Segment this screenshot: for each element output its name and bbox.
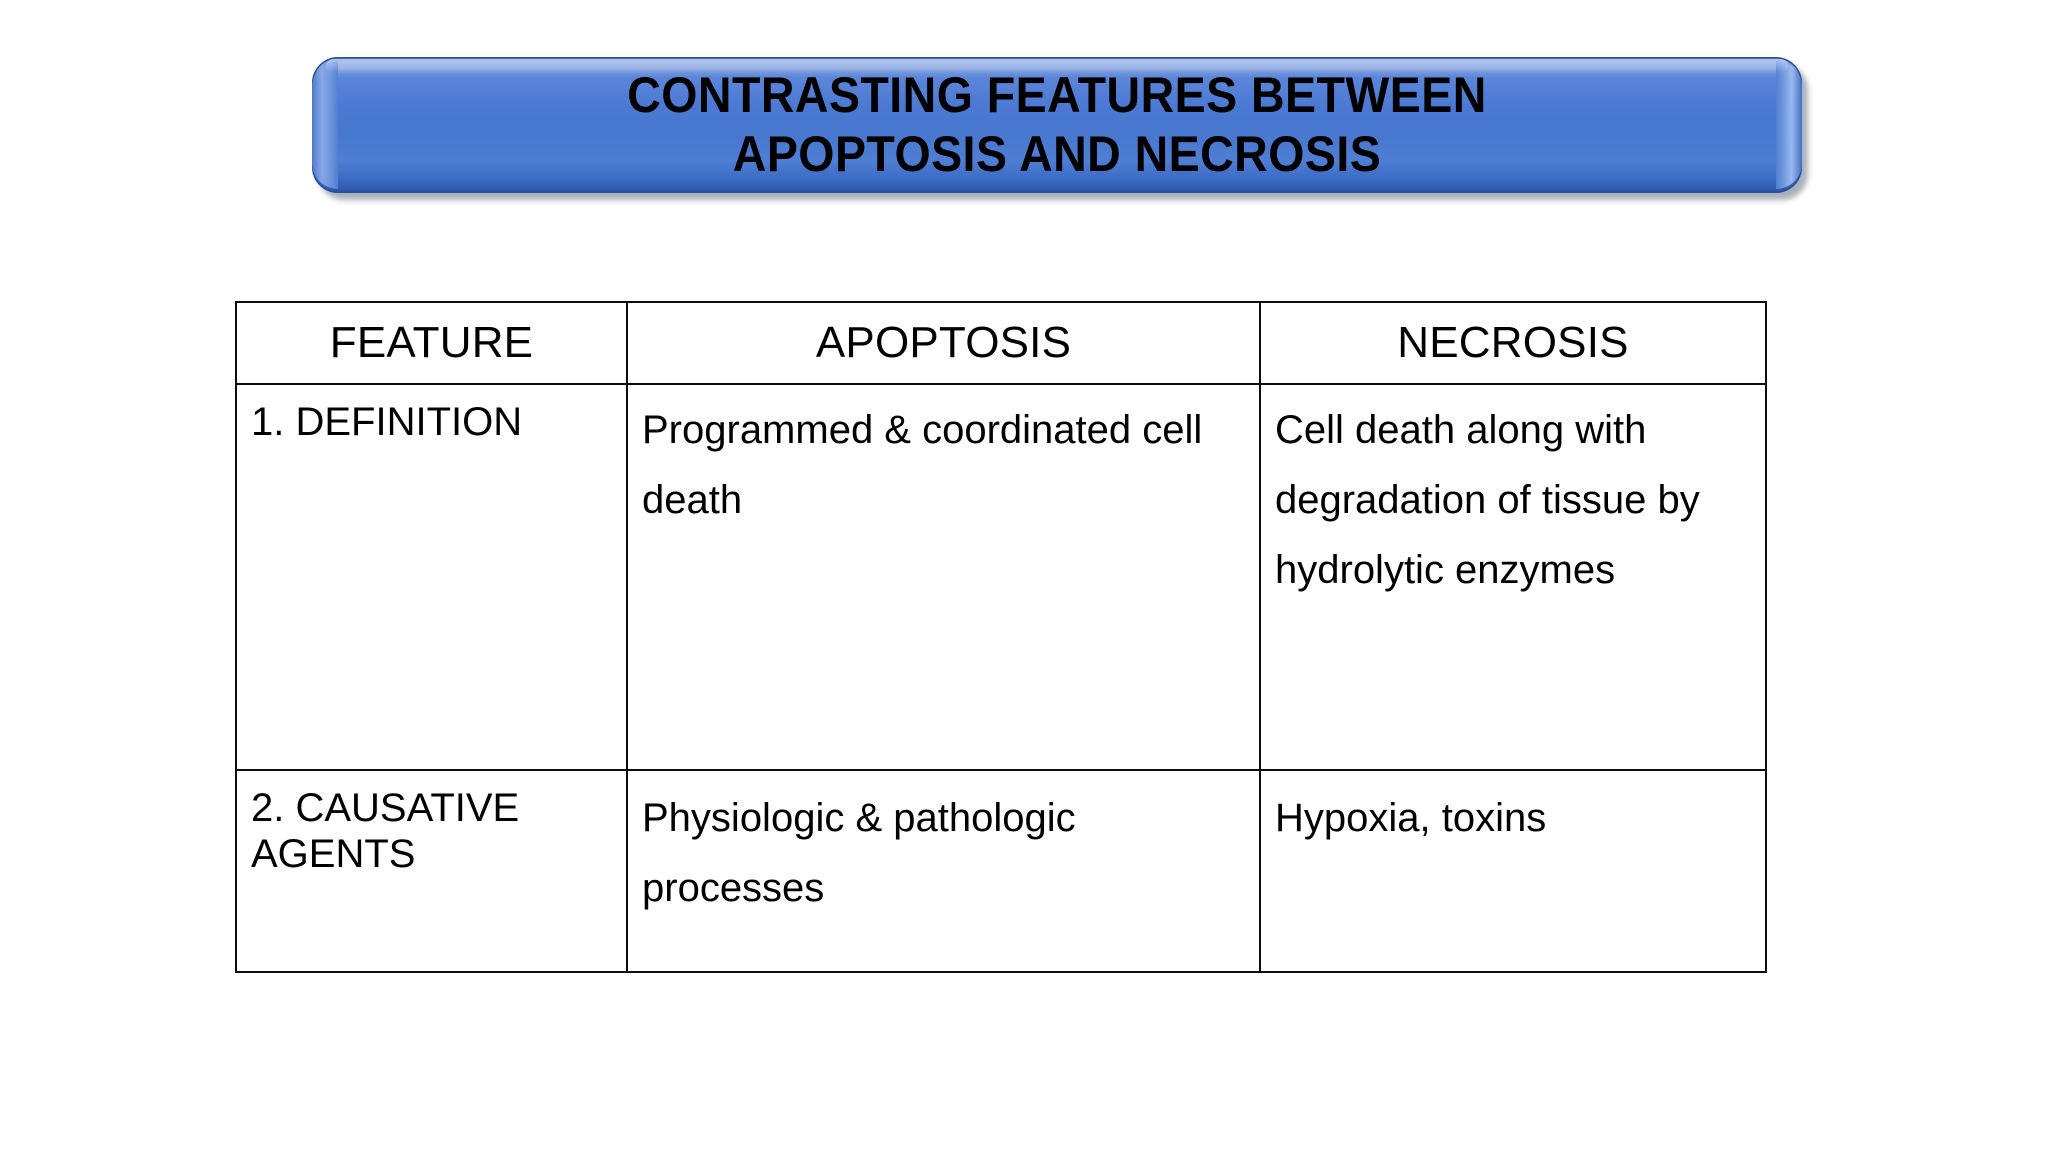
title-banner: CONTRASTING FEATURES BETWEEN APOPTOSIS A… [312,57,1808,200]
cell-apoptosis-definition: Programmed & coordinated cell death [628,385,1261,769]
slide-title: CONTRASTING FEATURES BETWEEN APOPTOSIS A… [364,57,1750,193]
cell-necrosis-definition: Cell death along with degradation of tis… [1275,408,1700,592]
column-header-apoptosis: APOPTOSIS [628,303,1261,383]
slide-title-line-1: CONTRASTING FEATURES BETWEEN [627,67,1487,123]
table-header-row: FEATURE APOPTOSIS NECROSIS [237,303,1765,385]
column-header-feature: FEATURE [237,303,628,383]
cell-feature-definition: 1. DEFINITION [237,385,628,769]
table-row: 1. DEFINITION Programmed & coordinated c… [237,385,1765,771]
comparison-table: FEATURE APOPTOSIS NECROSIS 1. DEFINITION… [235,301,1767,973]
cell-feature-causative-agents: 2. CAUSATIVE AGENTS [237,771,628,971]
table-row: 2. CAUSATIVE AGENTS Physiologic & pathol… [237,771,1765,971]
banner-left-bevel [312,61,338,189]
cell-apoptosis-causative-agents: Physiologic & pathologic processes [628,771,1261,971]
cell-necrosis-causative-agents: Hypoxia, toxins [1275,796,1547,840]
column-header-necrosis: NECROSIS [1397,318,1629,367]
banner-right-bevel [1776,61,1802,189]
slide-title-line-2: APOPTOSIS AND NECROSIS [732,126,1382,182]
